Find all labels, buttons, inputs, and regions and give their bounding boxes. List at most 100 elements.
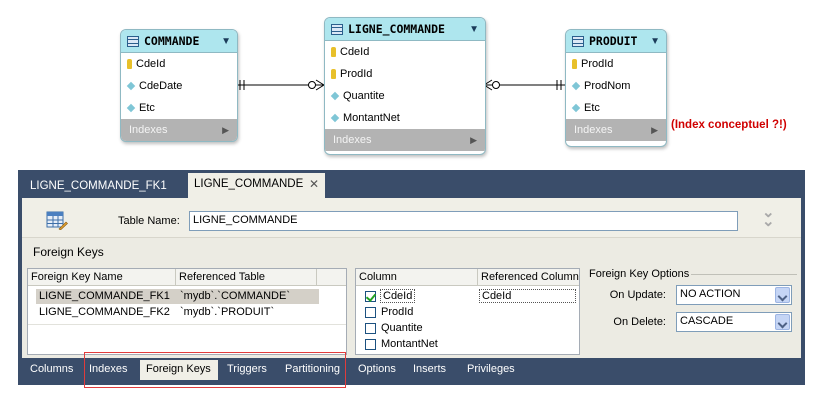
table-cell[interactable]: ProdId <box>381 306 414 318</box>
table-cell[interactable]: CdeId <box>479 289 576 303</box>
tab-columns[interactable]: Columns <box>30 363 74 375</box>
group-divider <box>691 274 797 275</box>
options-group-title: Foreign Key Options <box>589 268 690 280</box>
indexes-label: Indexes <box>333 134 372 146</box>
column-header-filler <box>316 269 346 286</box>
table-cell[interactable]: `mydb`.`PRODUIT` <box>180 306 275 318</box>
column-header[interactable]: Column <box>356 269 477 286</box>
table-cell[interactable]: LIGNE_COMMANDE_FK2 <box>39 306 170 318</box>
section-title: Foreign Keys <box>33 245 104 259</box>
er-column-label: Etc <box>139 102 155 114</box>
table-row-selected[interactable] <box>36 289 319 304</box>
foreign-key-grid: Foreign Key Name Referenced Table LIGNE_… <box>27 268 347 355</box>
er-column-label: CdeId <box>136 58 166 70</box>
expand-triangle-icon[interactable]: ▶ <box>222 124 229 135</box>
tab-foreign-keys[interactable]: Foreign Keys <box>140 360 218 380</box>
table-cell[interactable]: `mydb`.`COMMANDE` <box>180 290 290 302</box>
column-diamond-icon <box>126 81 136 91</box>
tab-triggers[interactable]: Triggers <box>227 363 267 375</box>
tab-privileges[interactable]: Privileges <box>467 363 515 375</box>
tab-options[interactable]: Options <box>358 363 396 375</box>
column-diamond-icon <box>571 81 581 91</box>
chevron-down-icon[interactable] <box>775 287 790 303</box>
er-column[interactable]: ProdNom <box>566 75 666 97</box>
tab-ligne-commande[interactable]: LIGNE_COMMANDE ✕ <box>188 173 325 198</box>
er-column-label: Quantite <box>343 90 385 102</box>
table-cell[interactable]: Quantite <box>381 322 423 334</box>
er-column[interactable]: MontantNet <box>325 107 485 129</box>
table-name-label: Table Name: <box>118 215 180 227</box>
er-table-header[interactable]: LIGNE_COMMANDE ▼ <box>325 18 485 41</box>
column-diamond-icon <box>126 103 136 113</box>
tab-inserts[interactable]: Inserts <box>413 363 447 375</box>
column-diamond-icon <box>330 113 340 123</box>
er-column-label: ProdId <box>581 58 614 70</box>
table-cell[interactable]: MontantNet <box>381 338 438 350</box>
on-update-label: On Update: <box>609 289 666 301</box>
er-table-title: COMMANDE <box>144 34 200 48</box>
er-column[interactable]: CdeId <box>325 41 485 63</box>
table-name-input[interactable]: LIGNE_COMMANDE <box>189 211 738 231</box>
er-column[interactable]: ProdId <box>566 53 666 75</box>
er-column[interactable]: ProdId <box>325 63 485 85</box>
primary-key-icon <box>127 59 132 69</box>
er-column[interactable]: CdeDate <box>121 75 237 97</box>
indexes-label: Indexes <box>574 124 613 136</box>
er-indexes-row[interactable]: Indexes ▶ <box>566 119 666 141</box>
er-column[interactable]: Quantite <box>325 85 485 107</box>
select-value: NO ACTION <box>680 288 741 300</box>
on-delete-label: On Delete: <box>613 316 666 328</box>
expand-triangle-icon[interactable]: ▶ <box>651 124 658 135</box>
er-table-header[interactable]: COMMANDE ▼ <box>121 30 237 53</box>
chevron-down-icon[interactable] <box>775 314 790 330</box>
highlight-box <box>84 352 346 388</box>
tab-label: LIGNE_COMMANDE <box>194 178 304 190</box>
collapse-arrow-icon[interactable]: ▼ <box>650 35 660 47</box>
table-cell[interactable]: LIGNE_COMMANDE_FK1 <box>39 290 170 302</box>
er-column[interactable]: Etc <box>121 97 237 119</box>
er-column-label: CdeDate <box>139 80 183 92</box>
er-table-ligne-commande[interactable]: LIGNE_COMMANDE ▼ CdeId ProdId Quantite M… <box>324 17 486 155</box>
table-icon <box>572 35 584 47</box>
column-checkbox[interactable] <box>365 339 376 350</box>
er-indexes-row[interactable]: Indexes ▶ <box>121 119 237 141</box>
tab-partitioning[interactable]: Partitioning <box>285 363 341 375</box>
expand-triangle-icon[interactable]: ▶ <box>470 134 477 145</box>
on-update-select[interactable]: NO ACTION <box>676 285 792 305</box>
indexes-label: Indexes <box>129 124 168 136</box>
collapse-arrow-icon[interactable]: ▼ <box>469 23 479 35</box>
er-table-header[interactable]: PRODUIT ▼ <box>566 30 666 53</box>
tab-ligne-commande-fk1[interactable]: LIGNE_COMMANDE_FK1 <box>30 180 167 192</box>
table-icon <box>127 35 139 47</box>
primary-key-icon <box>331 47 336 57</box>
er-column-label: ProdNom <box>584 80 631 92</box>
column-checkbox[interactable] <box>365 291 376 302</box>
er-column-label: CdeId <box>340 46 370 58</box>
er-column-label: MontantNet <box>343 112 400 124</box>
er-indexes-row[interactable]: Indexes ▶ <box>325 129 485 151</box>
column-header[interactable]: Referenced Table <box>175 269 316 286</box>
column-header[interactable]: Referenced Column <box>477 269 579 286</box>
table-edit-icon <box>46 211 68 230</box>
er-table-commande[interactable]: COMMANDE ▼ CdeId CdeDate Etc Indexes ▶ <box>120 29 238 142</box>
column-checkbox[interactable] <box>365 323 376 334</box>
column-diamond-icon <box>330 91 340 101</box>
column-diamond-icon <box>571 103 581 113</box>
column-header[interactable]: Foreign Key Name <box>28 269 175 286</box>
tab-indexes[interactable]: Indexes <box>89 363 128 375</box>
primary-key-icon <box>572 59 577 69</box>
er-table-title: LIGNE_COMMANDE <box>348 22 445 36</box>
close-icon[interactable]: ✕ <box>308 177 319 191</box>
table-cell[interactable]: CdeId <box>380 289 416 303</box>
er-table-title: PRODUIT <box>589 34 638 48</box>
collapse-chevron-icon[interactable]: ⌄⌄ <box>762 204 775 230</box>
column-checkbox[interactable] <box>365 307 376 318</box>
primary-key-icon <box>331 69 336 79</box>
divider <box>28 324 346 325</box>
collapse-arrow-icon[interactable]: ▼ <box>221 35 231 47</box>
er-column[interactable]: CdeId <box>121 53 237 75</box>
on-delete-select[interactable]: CASCADE <box>676 312 792 332</box>
er-table-produit[interactable]: PRODUIT ▼ ProdId ProdNom Etc Indexes ▶ <box>565 29 667 147</box>
er-column[interactable]: Etc <box>566 97 666 119</box>
table-icon <box>331 23 343 35</box>
